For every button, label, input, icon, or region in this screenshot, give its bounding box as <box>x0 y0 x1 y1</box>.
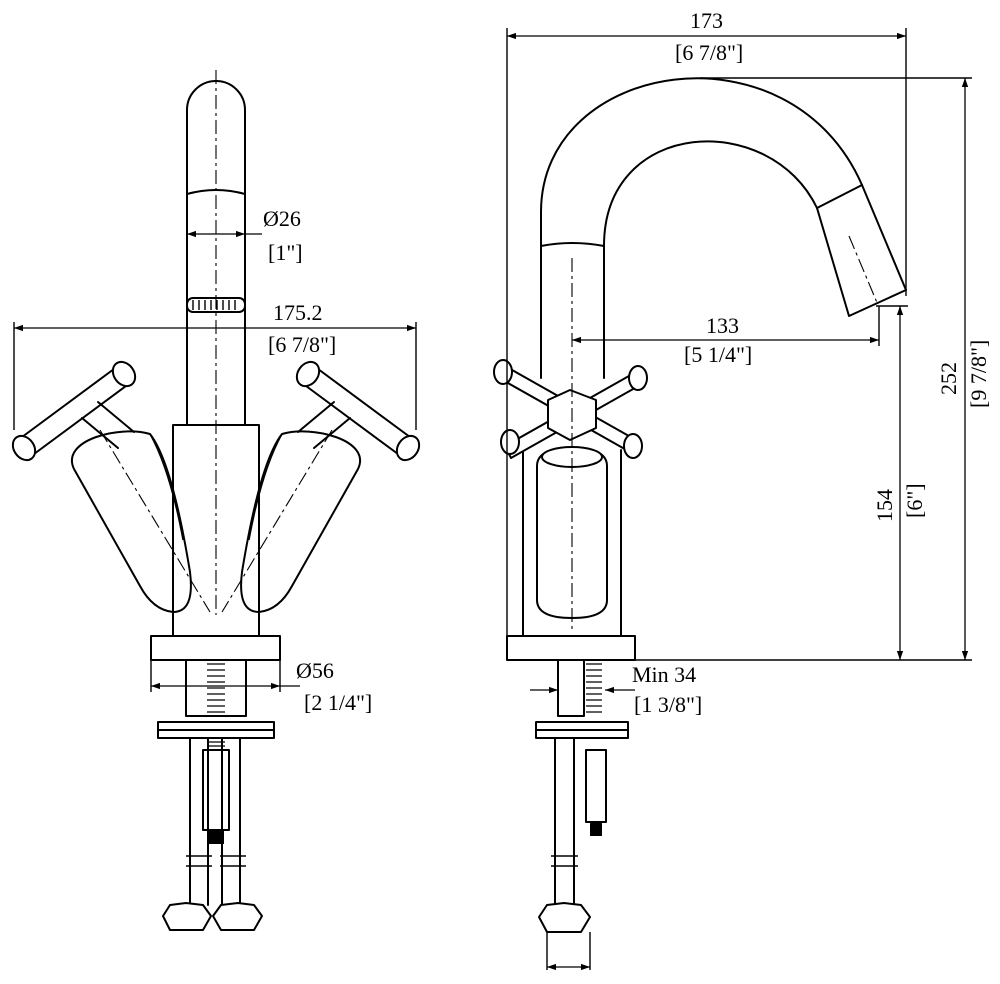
left-handle-end-a <box>11 434 37 462</box>
left-handle-end-b <box>111 360 137 388</box>
side-hose-nut <box>538 902 591 933</box>
right-valve-centerline <box>221 429 333 613</box>
right-handle-end-b <box>295 360 321 388</box>
dim-spout-height-inch: [6"] <box>902 483 927 518</box>
dim-reach-value: 133 <box>706 313 739 338</box>
front-nut <box>157 729 275 739</box>
left-valve-centerline <box>99 429 211 613</box>
front-washer <box>157 721 275 731</box>
dim-handle-span-inch: [6 7/8"] <box>268 332 336 357</box>
dim-height-value: 252 <box>936 362 961 395</box>
dim-min-inch: [1 3/8"] <box>634 692 702 717</box>
front-supply-hoses <box>189 737 241 906</box>
side-view <box>493 77 907 970</box>
side-nut <box>535 729 629 739</box>
side-handle-end-d <box>623 433 643 459</box>
dimension-lines <box>13 28 972 971</box>
side-spout-neck <box>540 242 605 247</box>
side-hose-collar <box>551 855 578 867</box>
dimension-labels: Ø26 [1"] 175.2 [6 7/8"] Ø56 [2 1/4"] 173… <box>263 8 991 717</box>
side-rod-end <box>590 822 602 836</box>
front-hose-nut-right <box>212 902 263 931</box>
dim-spout-height-value: 154 <box>872 489 897 522</box>
front-base-plate <box>150 635 281 661</box>
spout-outlet-centerline <box>848 235 879 306</box>
right-handle-end-a <box>395 434 421 462</box>
dim-spout-diameter-inch: [1"] <box>268 240 303 265</box>
side-hose-extension <box>546 932 591 970</box>
side-handle-end-c <box>500 429 520 455</box>
side-body <box>522 449 622 637</box>
front-hose-nut-left <box>162 902 212 931</box>
front-view <box>11 70 421 931</box>
left-valve-housing <box>70 430 192 613</box>
side-handle-end-a <box>493 359 513 385</box>
dim-depth-value: 173 <box>690 8 723 33</box>
left-valve-shading <box>149 433 184 541</box>
right-valve-shading <box>248 433 283 541</box>
right-valve-housing <box>240 430 362 613</box>
side-handle-end-b <box>628 365 648 391</box>
dim-height-inch: [9 7/8"] <box>966 340 991 408</box>
front-rod-end <box>208 830 224 844</box>
side-shank <box>557 659 585 717</box>
side-spout <box>540 77 907 317</box>
dim-base-diameter-value: Ø56 <box>296 658 334 683</box>
front-hose-collars <box>186 855 246 867</box>
side-fixing-rod <box>585 749 607 823</box>
side-spout-joint <box>816 184 863 209</box>
side-washer <box>535 721 629 731</box>
front-fixing-rod <box>202 749 230 831</box>
side-supply-hose <box>554 737 575 906</box>
dim-depth-inch: [6 7/8"] <box>675 40 743 65</box>
dim-handle-span-value: 175.2 <box>273 300 323 325</box>
side-column <box>540 245 605 379</box>
aerator-mesh <box>192 300 236 310</box>
dim-base-diameter-inch: [2 1/4"] <box>304 690 372 715</box>
right-handle-stem <box>297 401 351 449</box>
dim-spout-diameter-value: Ø26 <box>263 206 301 231</box>
dim-reach-inch: [5 1/4"] <box>684 342 752 367</box>
dim-min-value: Min 34 <box>632 662 696 687</box>
left-handle-stem <box>81 401 135 449</box>
side-base-plate <box>506 635 636 661</box>
side-thread <box>586 663 602 713</box>
front-thread <box>207 663 225 713</box>
